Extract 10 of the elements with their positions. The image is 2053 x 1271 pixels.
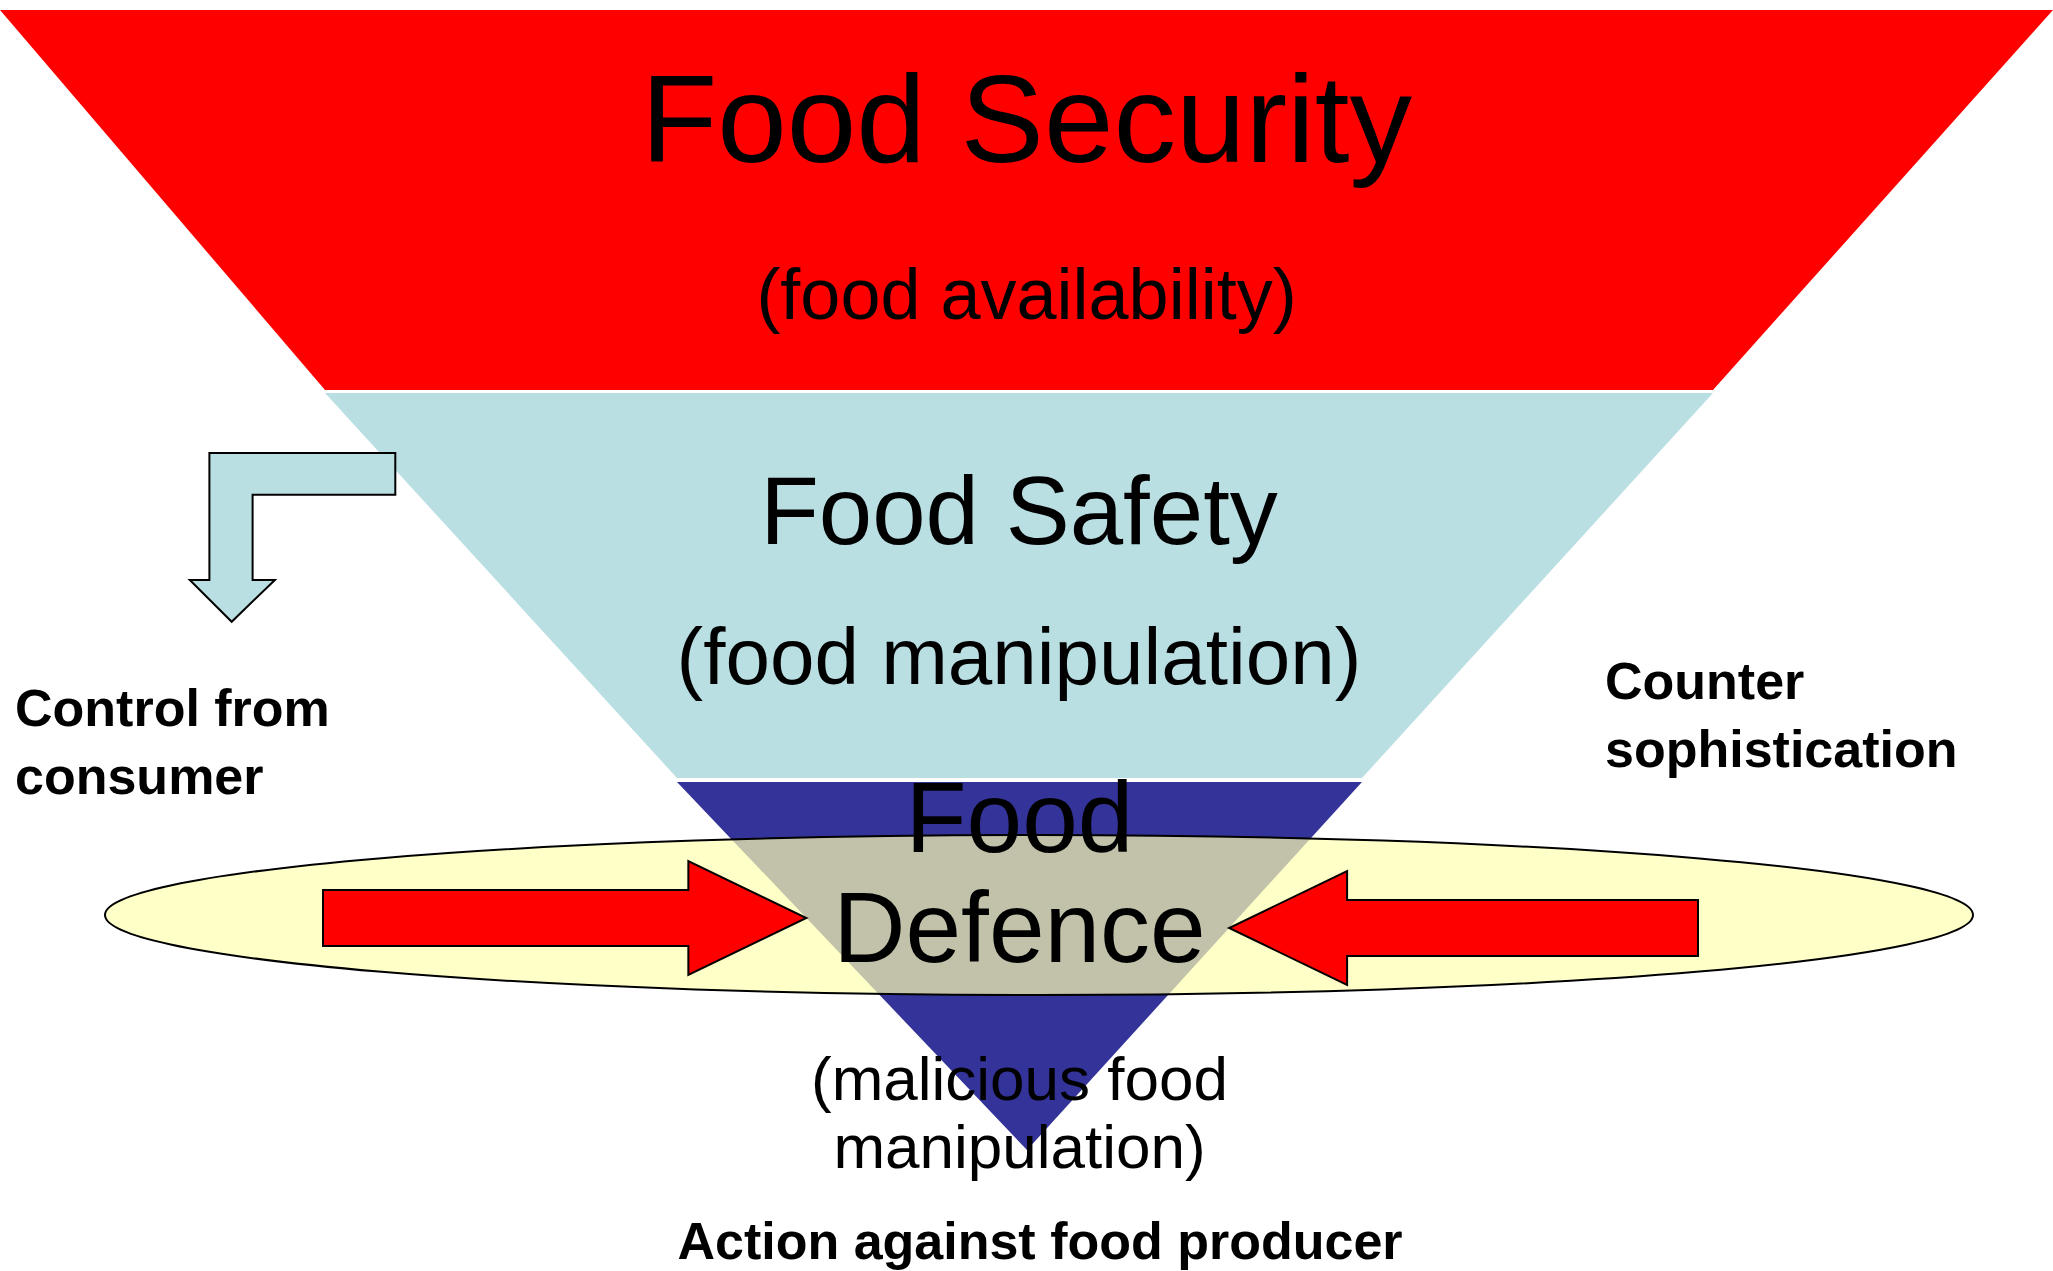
note-text: Control from consumer: [15, 678, 331, 807]
heading: Food Security: [639, 50, 1414, 188]
note-text: Counter sophistication: [1605, 651, 1959, 780]
subheading: (food availability): [755, 255, 1298, 335]
arrow: [1226, 869, 1699, 987]
top-band: [0, 10, 2053, 390]
subheading: (food manipulation): [675, 613, 1363, 701]
note-text: Action against food producer: [676, 1211, 1404, 1271]
arrow: [322, 859, 809, 977]
heading: Food Safety: [759, 458, 1279, 564]
